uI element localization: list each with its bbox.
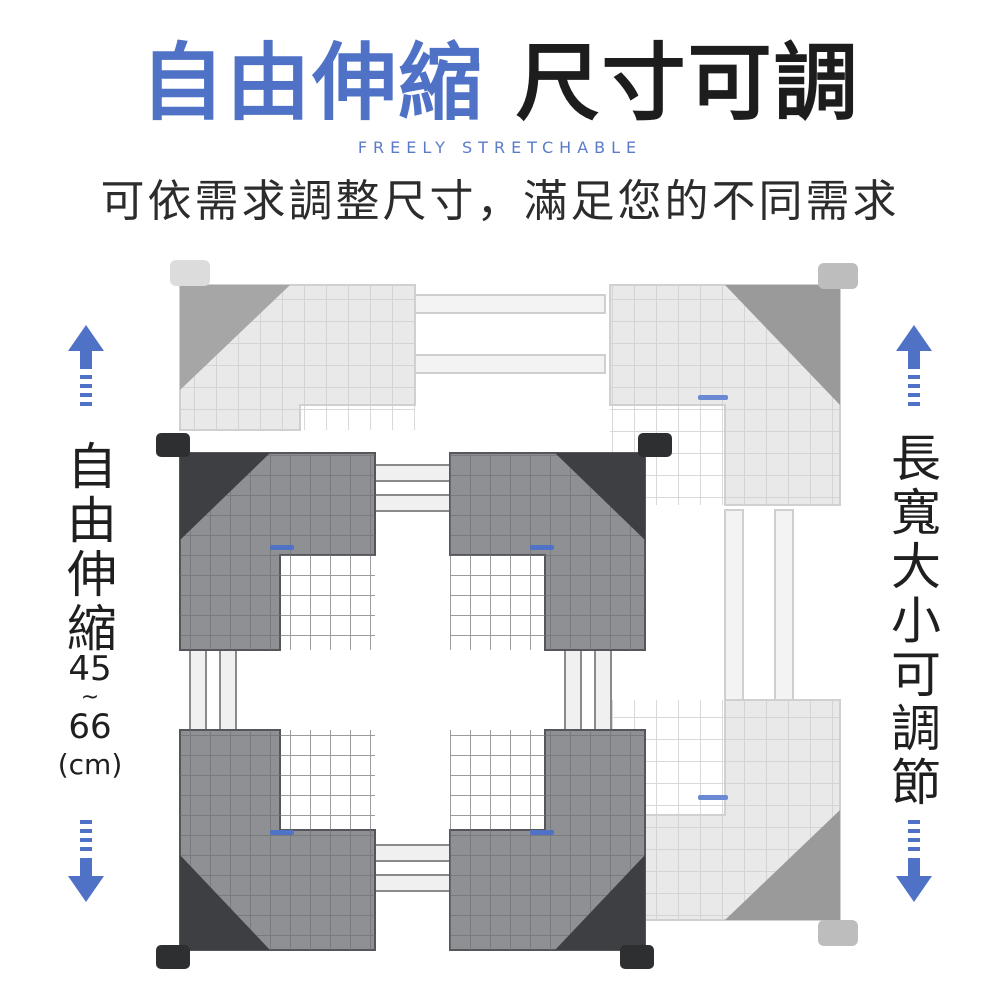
large-frame [170,260,858,946]
down-arrow-icon [896,820,932,902]
rail-small-left-inner [219,649,237,731]
foot-bottom-right [818,920,858,946]
headline-blue: 自由伸縮 [140,34,485,132]
range-min: 45 [68,649,112,689]
rail-small-bottom-lower [374,874,451,892]
foot-br-dark [620,945,654,969]
rail-small-bottom-upper [374,844,451,862]
rail-small-left-outer [189,649,207,731]
rail-right-left [724,509,744,701]
rail-small-top-upper [374,464,451,482]
cap-bl-dark [180,855,270,950]
corner-cap-top-left [180,285,290,390]
left-vertical-label: 自由伸縮 [59,440,117,656]
rail-small-right-inner [594,649,612,731]
stand-illustration [156,260,858,969]
range-separator: ~ [80,685,100,710]
up-arrow-icon [68,325,104,406]
corner-cap-top-right [725,285,840,405]
foot-tr-dark [638,433,672,457]
foot-bl-dark [156,945,190,969]
cap-tl-dark [180,453,270,540]
range-unit: (cm) [57,748,123,781]
headline-dark: 尺寸可調 [515,34,860,132]
rail-small-right-outer [564,649,582,731]
foot-top-right [818,263,858,289]
small-frame [156,433,672,969]
subtitle-english: FREELY STRETCHABLE [357,138,643,157]
rail-right-right [774,509,794,701]
cap-br-dark [555,855,645,950]
rail-top-lower [404,354,606,374]
corner-cap-bottom-right [725,810,840,920]
down-arrow-icon [68,820,104,902]
rail-small-top-lower [374,494,451,512]
right-vertical-label: 長寬大小可調節 [883,432,941,810]
range-max: 66 [68,707,112,747]
foot-tl-dark [156,433,190,457]
headline: 自由伸縮 尺寸可調 [0,28,1000,138]
tagline: 可依需求調整尺寸，滿足您的不同需求 [100,176,900,227]
foot-top-left [170,260,210,286]
rail-top-upper [404,294,606,314]
cap-tr-dark [555,453,645,540]
size-range: 45 ~ 66 (cm) [40,650,140,784]
up-arrow-icon [896,325,932,406]
